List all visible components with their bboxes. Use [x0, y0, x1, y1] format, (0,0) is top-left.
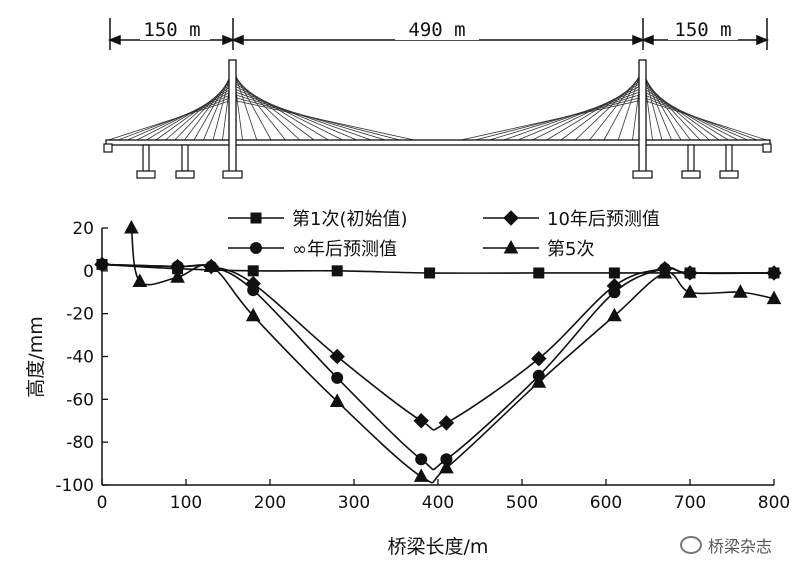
x-tick-label: 600 [590, 493, 622, 513]
data-point [768, 266, 780, 279]
series-line [130, 227, 775, 484]
deck [105, 139, 771, 146]
series-layer [94, 219, 782, 484]
data-point [331, 371, 344, 384]
stay-cable [108, 99, 233, 141]
data-point [132, 273, 148, 288]
stay-cable [560, 78, 643, 141]
y-tick-label: 20 [72, 219, 94, 239]
series-1 [96, 258, 780, 279]
data-point [424, 267, 436, 279]
stay-cable [546, 81, 643, 141]
data-point [329, 393, 345, 407]
data-point [608, 286, 621, 299]
y-axis-title: 高度/mm [25, 316, 47, 397]
legend: 第1次(初始值) 10年后预测值 ∞年后预测值 第5次 [228, 209, 660, 260]
data-point [245, 307, 261, 322]
data-point [438, 415, 455, 431]
data-point [531, 350, 547, 367]
data-point [413, 468, 429, 482]
data-point [439, 459, 454, 474]
pylons [228, 59, 647, 173]
data-point [329, 348, 345, 365]
series-4 [124, 219, 782, 484]
y-tick-label: -40 [66, 348, 94, 368]
legend-marker [503, 239, 519, 254]
data-point [608, 267, 620, 279]
x-tick-label: 200 [254, 493, 286, 513]
legend-item: 第1次(初始值) [228, 209, 408, 230]
data-point [733, 284, 748, 298]
data-point [607, 307, 622, 322]
data-point [124, 219, 139, 234]
series-line [101, 263, 775, 471]
x-tick-label: 0 [97, 493, 108, 513]
left-span-label: 150 m [143, 19, 200, 41]
y-tick-label: -100 [55, 476, 94, 496]
legend-marker [250, 212, 262, 224]
legend-marker [250, 242, 262, 254]
stay-cable [232, 78, 315, 141]
data-point [657, 264, 673, 279]
data-point [682, 284, 698, 298]
legend-label: 第1次(初始值) [292, 209, 408, 230]
data-point [170, 269, 185, 283]
right-span-label: 150 m [674, 19, 731, 41]
stay-cable [232, 99, 415, 141]
y-tick-label: -60 [66, 390, 94, 410]
stay-cable [232, 75, 300, 141]
x-tick-label: 700 [674, 493, 706, 513]
x-axis-title: 桥梁长度/m [388, 536, 489, 558]
stay-cable [642, 99, 767, 141]
y-tick-label: -80 [66, 433, 94, 453]
legend-item: 第5次 [483, 239, 594, 260]
data-point [413, 413, 429, 429]
data-point [96, 258, 108, 271]
data-point [684, 266, 696, 279]
x-tick-label: 800 [758, 493, 790, 513]
watermark: 桥梁杂志 [679, 533, 772, 557]
legend-label: 第5次 [547, 239, 594, 260]
data-point [331, 265, 343, 277]
data-point [766, 290, 782, 305]
y-tick-label: 0 [83, 262, 94, 282]
piers [103, 143, 772, 179]
series-3 [96, 258, 780, 471]
data-point [247, 265, 259, 277]
watermark-text: 桥梁杂志 [707, 537, 772, 556]
chart-axes [101, 228, 774, 486]
data-point [247, 284, 260, 297]
stay-cables [108, 63, 767, 141]
data-point [203, 258, 219, 273]
legend-label: ∞年后预测值 [292, 239, 397, 260]
stay-cable [460, 99, 643, 141]
y-axis-ticks: 20 0 -20 -40 -60 -80 -100 [55, 219, 108, 496]
x-tick-label: 100 [170, 493, 202, 513]
y-tick-label: -20 [66, 305, 94, 325]
wechat-icon [679, 536, 702, 554]
legend-label: 10年后预测值 [547, 209, 660, 230]
main-span-label: 490 m [408, 19, 465, 41]
x-tick-label: 300 [338, 493, 370, 513]
stay-cable [232, 81, 329, 141]
x-tick-label: 500 [506, 493, 538, 513]
x-tick-label: 400 [422, 493, 454, 513]
legend-item: 10年后预测值 [483, 209, 660, 230]
series-2 [94, 256, 782, 431]
data-point [415, 453, 428, 466]
data-point [531, 374, 547, 388]
bridge-elevation [103, 59, 772, 179]
x-axis-ticks: 0 100 200 300 400 500 600 700 800 [97, 479, 790, 513]
data-point [533, 267, 545, 279]
legend-item: ∞年后预测值 [228, 239, 397, 260]
legend-marker [503, 210, 519, 226]
stay-cable [575, 75, 643, 141]
series-line [101, 263, 775, 431]
